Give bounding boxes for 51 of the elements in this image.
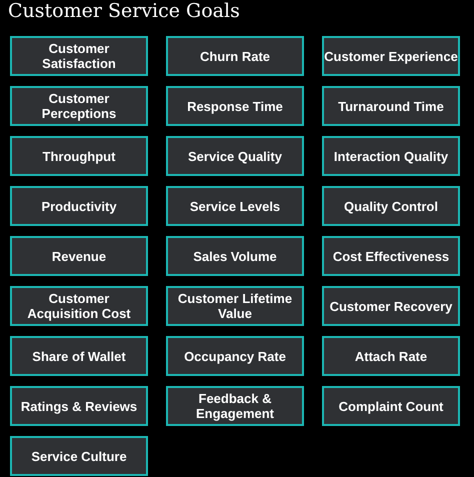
- goal-box: [322, 236, 460, 276]
- goal-label: Customer Acquisition Cost: [26, 291, 132, 321]
- goal-box: [166, 336, 304, 376]
- goal-label: Customer Lifetime Value: [176, 291, 294, 321]
- goal-box: [10, 136, 148, 176]
- diagram-title: Customer Service Goals: [8, 0, 240, 22]
- goal-box: [166, 136, 304, 176]
- goal-label: Customer Satisfaction: [41, 41, 117, 71]
- goal-box: [322, 36, 460, 76]
- goal-box: [322, 286, 460, 326]
- goal-label: Customer Experience: [324, 48, 458, 64]
- goal-box: [322, 386, 460, 426]
- goal-box: [10, 236, 148, 276]
- goal-box: [322, 86, 460, 126]
- goal-box: [10, 436, 148, 476]
- goal-box: [10, 36, 148, 76]
- goal-label: Occupancy Rate: [184, 348, 286, 364]
- goal-box: [166, 186, 304, 226]
- goal-label: Attach Rate: [354, 348, 428, 364]
- goal-box: [166, 386, 304, 426]
- goal-box: [322, 186, 460, 226]
- goal-label: Sales Volume: [193, 248, 277, 264]
- goal-box: [322, 136, 460, 176]
- goal-box: [10, 86, 148, 126]
- goal-label: Feedback & Engagement: [194, 391, 275, 421]
- goal-box: [10, 186, 148, 226]
- goal-box: [322, 336, 460, 376]
- goal-label: Ratings & Reviews: [20, 398, 138, 414]
- goal-label: Service Culture: [31, 448, 127, 464]
- goal-label: Throughput: [42, 148, 116, 164]
- goal-label: Customer Recovery: [330, 298, 452, 314]
- goal-label: Service Levels: [190, 198, 280, 214]
- goal-label: Cost Effectiveness: [332, 248, 450, 264]
- goal-label: Productivity: [41, 198, 117, 214]
- goal-box: [166, 36, 304, 76]
- goal-label: Service Quality: [188, 148, 282, 164]
- goal-box: [10, 386, 148, 426]
- goal-label: Complaint Count: [338, 398, 444, 414]
- goal-box: [166, 286, 304, 326]
- goal-label: Quality Control: [344, 198, 438, 214]
- goal-label: Revenue: [52, 248, 106, 264]
- goal-box: [10, 286, 148, 326]
- goal-box: [166, 236, 304, 276]
- goal-box: [166, 86, 304, 126]
- goal-label: Response Time: [187, 98, 283, 114]
- goal-label: Interaction Quality: [334, 148, 448, 164]
- goal-label: Churn Rate: [200, 48, 270, 64]
- goal-box: [10, 336, 148, 376]
- goal-label: Turnaround Time: [338, 98, 444, 114]
- goal-label: Customer Perceptions: [40, 91, 118, 121]
- goal-label: Share of Wallet: [32, 348, 126, 364]
